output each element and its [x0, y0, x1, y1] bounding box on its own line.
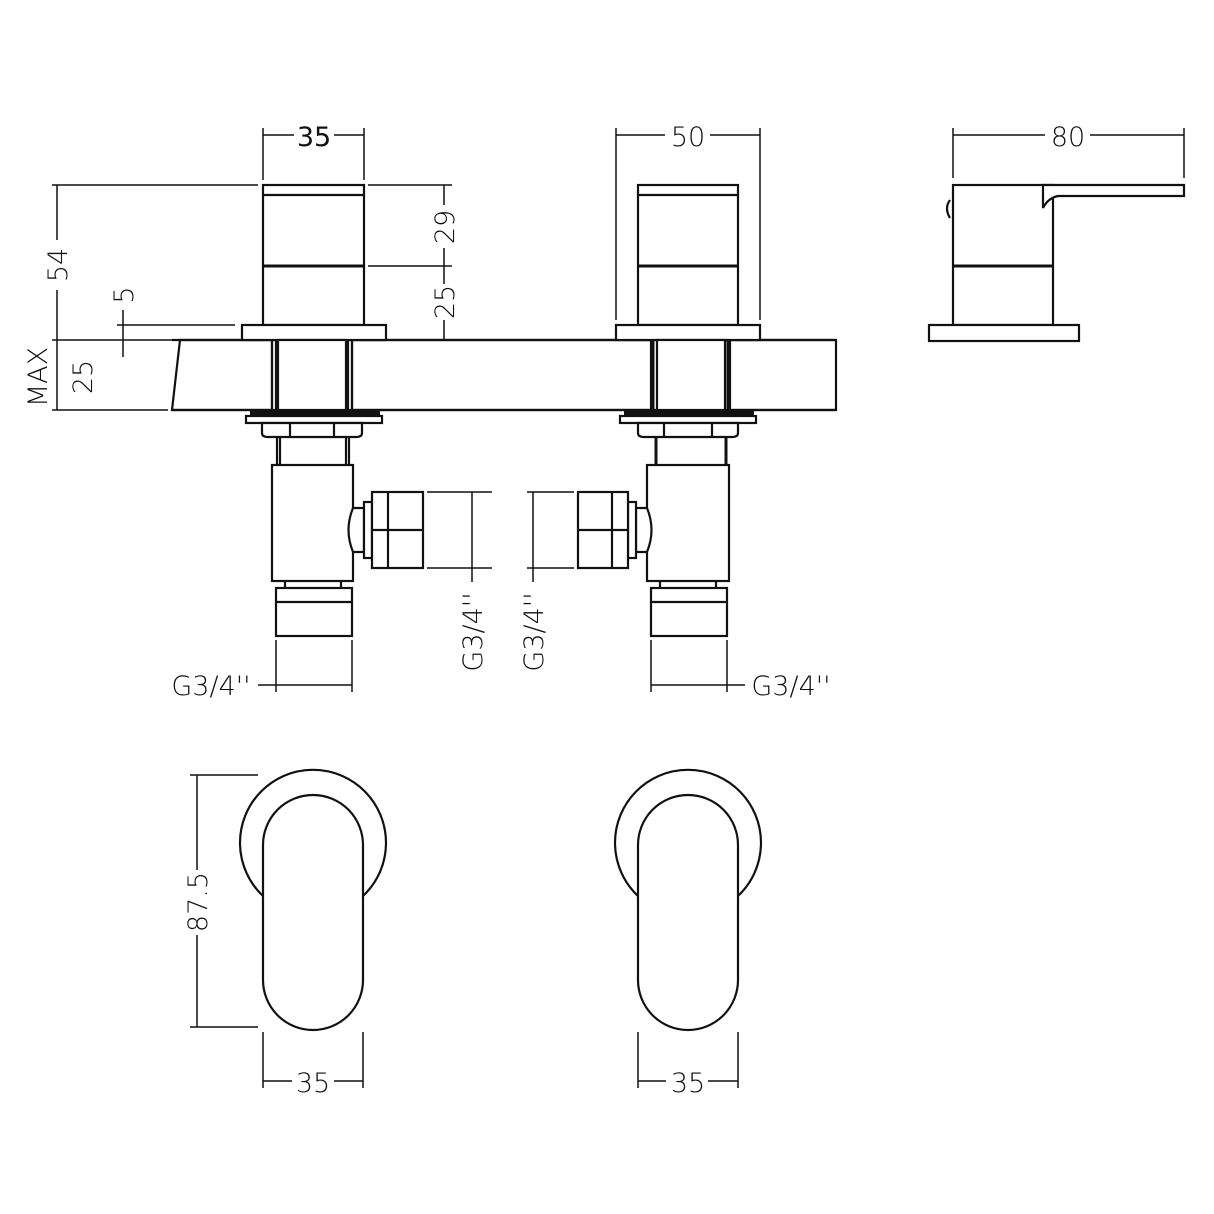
dim-handle-lower: 25 [430, 285, 461, 319]
dim-right-side-inlet: G3/4'' [519, 592, 550, 671]
dim-handle-upper: 29 [430, 210, 461, 244]
right-handle-top-view [613, 768, 763, 1032]
dim-width-right-valve: 50 [671, 122, 705, 153]
side-view [927, 183, 1186, 343]
dim-left-side-inlet: G3/4'' [458, 592, 489, 671]
dim-deck-max-prefix: MAX [23, 347, 54, 407]
dim-width-left-valve: 35 [297, 122, 331, 153]
dim-flange: 5 [109, 286, 140, 303]
dimension-lines [52, 128, 1185, 1088]
dim-left-bottom-inlet: G3/4'' [171, 671, 250, 702]
left-handle-top-view [238, 768, 388, 1032]
dim-depth-side-view: 80 [1051, 122, 1085, 153]
dim-deck-max: 25 [68, 360, 99, 394]
dim-total-height: 54 [43, 248, 74, 282]
right-valve-front-view [576, 183, 762, 638]
dim-top-view-width-right: 35 [671, 1068, 705, 1099]
left-valve-front-view [240, 183, 425, 638]
dim-right-bottom-inlet: G3/4'' [751, 671, 830, 702]
dim-top-view-height: 87.5 [183, 872, 214, 932]
dim-top-view-width-left: 35 [296, 1068, 330, 1099]
